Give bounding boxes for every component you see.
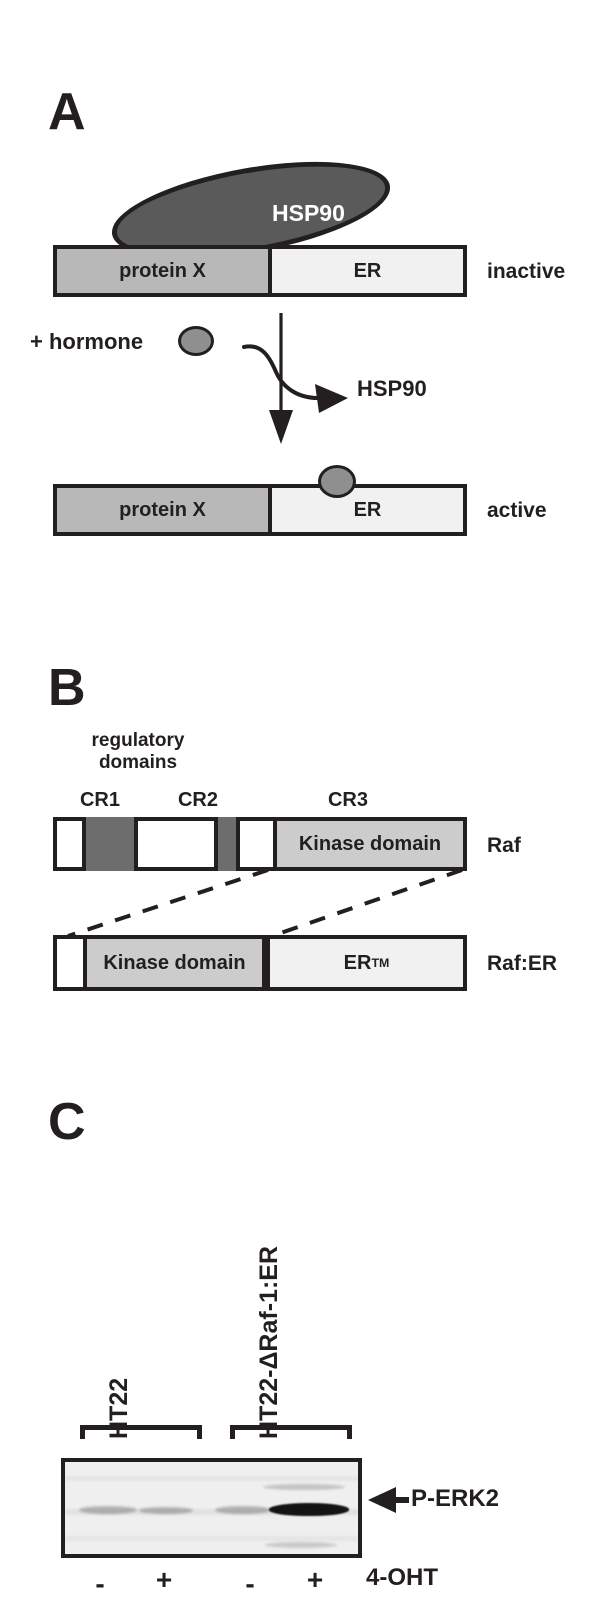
active-er-segment: ER (272, 488, 463, 532)
cr2-label: CR2 (177, 789, 218, 811)
inactive-protein-x-segment: protein X (57, 249, 272, 293)
hsp90-blob-label: HSP90 (272, 200, 345, 226)
rafer-er-text: ER (343, 951, 372, 974)
band-label-perk2: P-ERK2 (411, 1485, 500, 1512)
active-protein-x-segment: protein X (57, 488, 272, 532)
raf-kinase-domain-segment: Kinase domain (273, 821, 463, 867)
lane-group-bracket-left (80, 1425, 202, 1439)
rafer-name-label: Raf:ER (487, 952, 558, 975)
released-hsp90-label: HSP90 (357, 376, 427, 401)
blot-background-streak (65, 1476, 358, 1481)
inactive-state-label: inactive (487, 260, 566, 283)
cr1-block (82, 817, 138, 871)
blot-band-lane4-upper (263, 1484, 345, 1490)
inactive-er-segment: ER (272, 249, 463, 293)
panel-letter-c: C (48, 1093, 86, 1151)
blot-background-streak (65, 1536, 358, 1541)
blot-band-lane4-perk2 (269, 1503, 349, 1516)
active-construct-bar: protein X ER (53, 484, 467, 536)
lane-group-label-ht22-raf: HT22-ΔRaf-1:ER (255, 1246, 283, 1439)
cr2-block (214, 817, 240, 871)
rafer-kinase-domain-segment: Kinase domain (83, 939, 266, 987)
treatment-sign-lane4: + (306, 1564, 324, 1595)
reaction-arrows (242, 313, 348, 444)
blot-band-lane1 (79, 1506, 137, 1514)
raf-regulatory-region (57, 817, 273, 871)
lane-group-bracket-right (230, 1425, 352, 1439)
bound-hormone-icon (318, 465, 356, 498)
treatment-row-label: 4-OHT (366, 1564, 438, 1591)
inactive-construct-bar: protein X ER (53, 245, 467, 297)
construct-projection-lines (67, 868, 463, 938)
left-arrow-icon (368, 1487, 409, 1513)
rafer-er-superscript: TM (371, 956, 390, 970)
regulatory-domains-caption-line2: domains (98, 752, 178, 773)
blot-background-streak (65, 1509, 358, 1515)
raf-domain-bar: Kinase domain (53, 817, 467, 871)
western-blot-image (61, 1458, 362, 1558)
blot-band-lane4-lower (265, 1542, 337, 1548)
cr3-label: CR3 (327, 789, 368, 811)
raf-name-label: Raf (487, 834, 521, 857)
treatment-sign-lane3: - (245, 1568, 255, 1599)
regulatory-domains-caption-line1: regulatory (91, 730, 185, 751)
rafer-nterm-segment (57, 939, 83, 987)
panel-letter-a: A (48, 83, 86, 141)
hormone-label: + hormone (30, 329, 144, 354)
treatment-sign-lane1: - (95, 1568, 105, 1599)
active-state-label: active (487, 499, 547, 522)
blot-band-lane2 (139, 1507, 193, 1514)
treatment-sign-lane2: + (155, 1564, 173, 1595)
blot-band-lane3 (215, 1506, 271, 1514)
panel-letter-b: B (48, 659, 86, 717)
cr1-label: CR1 (79, 789, 120, 811)
hormone-molecule-icon (178, 326, 214, 356)
